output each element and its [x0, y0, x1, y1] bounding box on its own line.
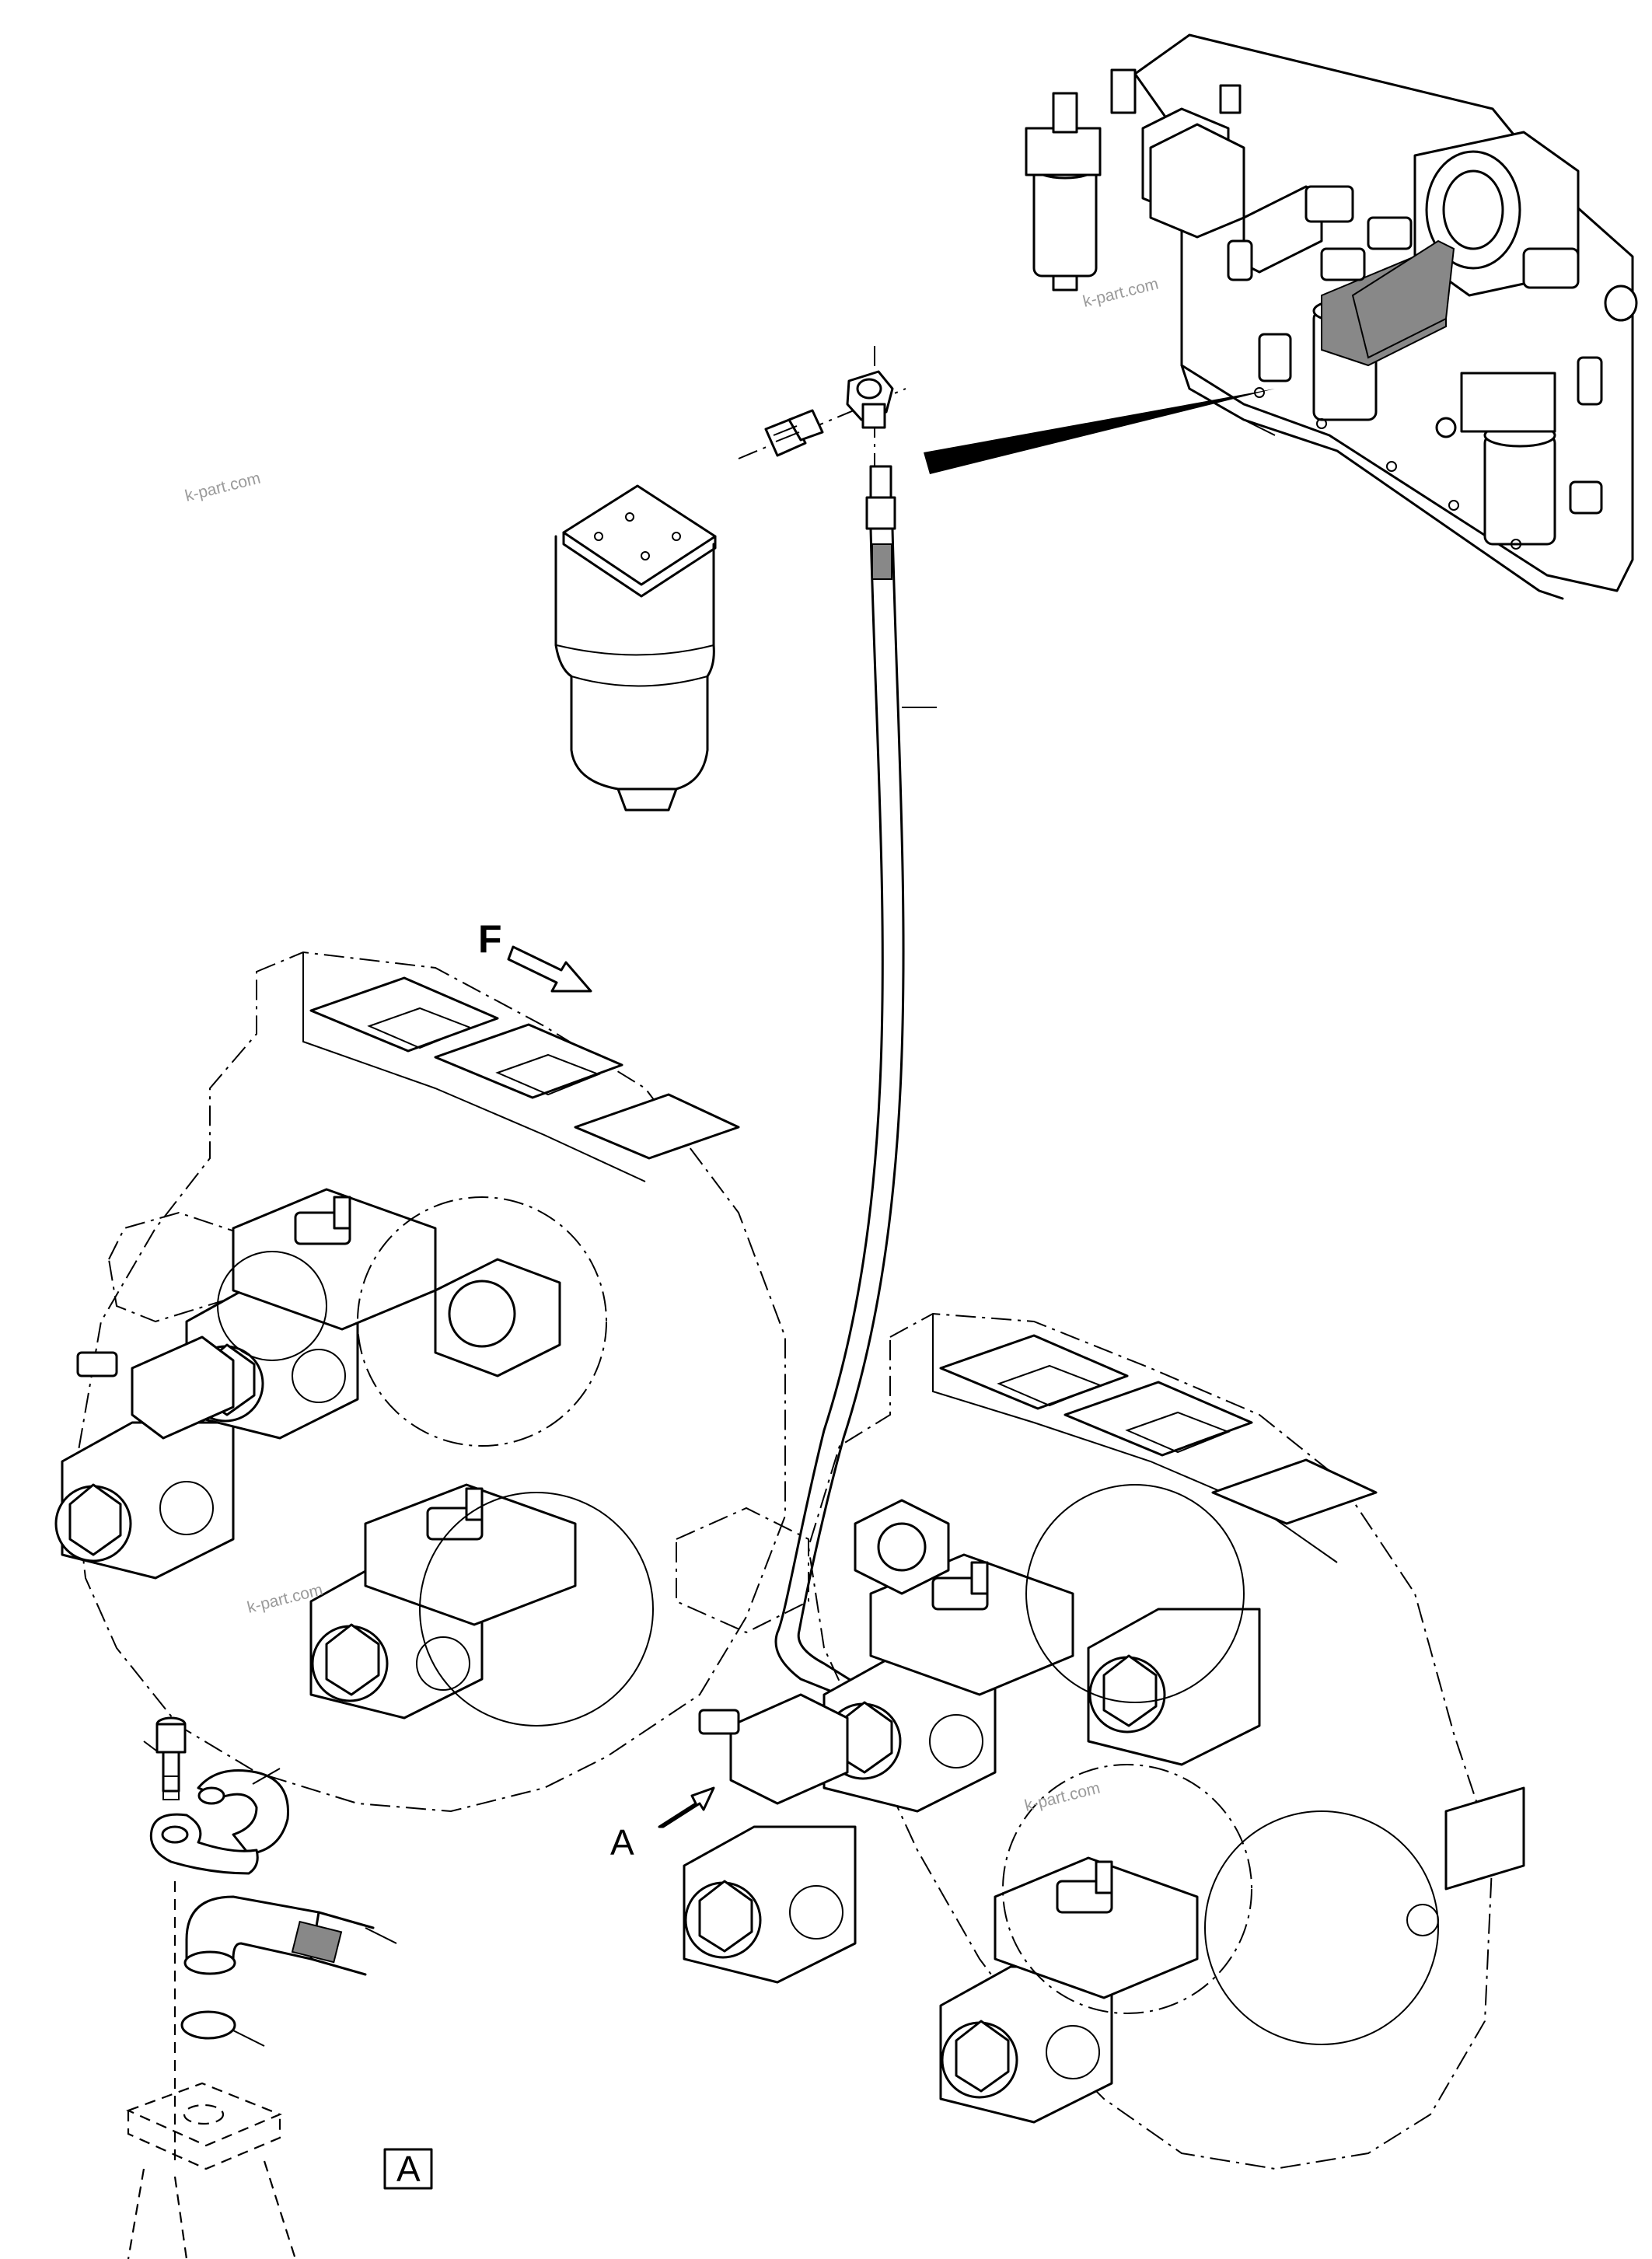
filter-canister-right [1460, 372, 1556, 546]
split-flange-lower [149, 1813, 259, 1875]
cap-screw [155, 1716, 187, 1800]
transmission-housing-left [54, 951, 786, 1813]
o-ring [180, 2010, 236, 2040]
transmission-housing-right [676, 1312, 1525, 2170]
callout-letter-a: A [610, 1822, 634, 1863]
detail-box-letter: A [396, 2149, 421, 2189]
valve-block-assembly [1025, 33, 1638, 600]
split-flange-upper [197, 1769, 289, 1856]
pump-head-right-1 [683, 1825, 857, 1984]
location-pointer [924, 389, 1275, 474]
pump-head-right-4 [1087, 1608, 1261, 1766]
detail-box-frame [383, 2148, 433, 2190]
filter-canister [554, 484, 717, 812]
hose-elbow [183, 1895, 397, 1976]
detail-callout-arrow: A [610, 1786, 715, 1863]
watermark-1: k-part.com [183, 470, 263, 505]
watermark-2: k-part.com [1081, 275, 1161, 311]
pump-head-left-1 [54, 1421, 235, 1580]
elbow-fitting [738, 346, 906, 466]
view-direction-marker: F [478, 917, 592, 993]
watermark-4: k-part.com [1023, 1779, 1102, 1815]
detail-a-exploded: A [126, 1716, 433, 2259]
pump-head-right-3 [939, 1965, 1113, 2124]
straight-connector [764, 409, 824, 457]
filter-canister-small [1025, 127, 1102, 292]
view-letter-f: F [478, 917, 502, 961]
mounting-pad [126, 2082, 297, 2259]
